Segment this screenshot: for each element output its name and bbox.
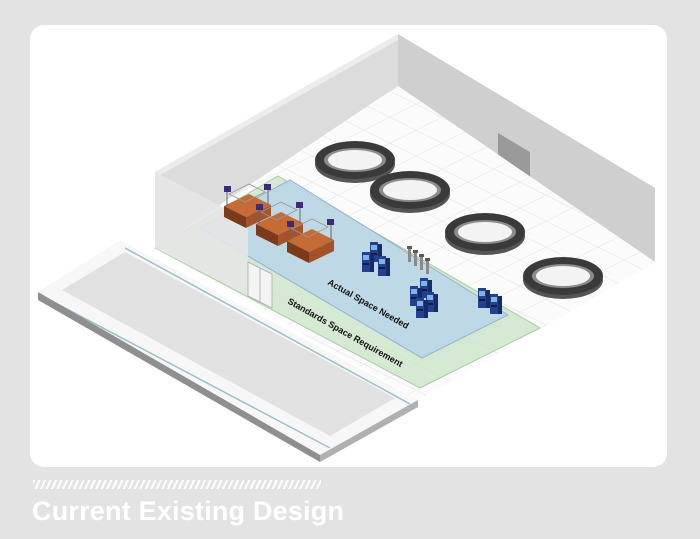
belt-carousel-icon [370, 171, 450, 213]
belt-carousel-icon [445, 213, 525, 255]
back-walls [155, 34, 655, 262]
curbside-road [38, 240, 418, 462]
kiosk-icon [416, 298, 428, 318]
kiosk-icon [490, 294, 502, 314]
belt-carousel-icon [523, 257, 603, 299]
back-doorway [498, 133, 530, 182]
terminal-floor [155, 86, 655, 400]
kiosk-icon [378, 256, 390, 276]
kiosk-icon [362, 252, 374, 272]
entry-wall [155, 172, 273, 309]
kiosk-icon [478, 288, 490, 308]
caption-stripes [33, 480, 321, 489]
page-title: Current Existing Design [32, 496, 345, 526]
